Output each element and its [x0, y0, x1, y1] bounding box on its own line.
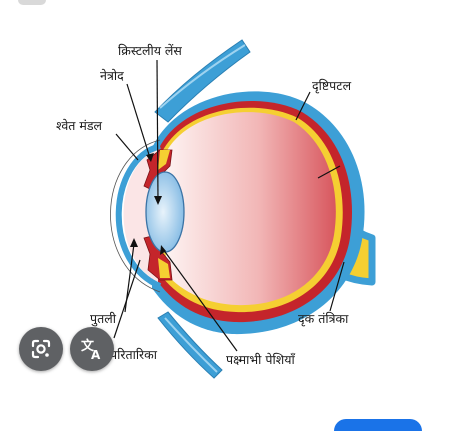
- label-iris-top: नेत्रोद: [100, 68, 124, 83]
- label-iris: परितारिका: [110, 347, 158, 362]
- google-lens-icon: [31, 339, 51, 359]
- translate-button[interactable]: 文 A: [70, 327, 114, 371]
- label-retina: दृष्टिपटल: [312, 78, 352, 94]
- label-ciliary-muscles: पक्ष्माभी पेशियाँ: [226, 352, 296, 367]
- muscle-top: [154, 39, 251, 123]
- translate-icon: 文 A: [81, 338, 101, 362]
- label-sclera: श्वेत मंडल: [56, 118, 103, 133]
- google-lens-button[interactable]: [19, 327, 63, 371]
- label-pupil: पुतली: [90, 311, 117, 327]
- svg-text:文: 文: [81, 338, 95, 354]
- partial-bottom-button[interactable]: [334, 419, 422, 431]
- svg-text:A: A: [91, 348, 101, 362]
- label-optic-nerve: दृक तंत्रिका: [298, 311, 349, 327]
- cornea: [115, 143, 162, 289]
- crystalline-lens: [145, 171, 185, 253]
- partial-top-element: [18, 0, 46, 5]
- label-crystalline-lens: क्रिस्टलीय लेंस: [118, 43, 182, 58]
- vitreous-body: [165, 112, 336, 306]
